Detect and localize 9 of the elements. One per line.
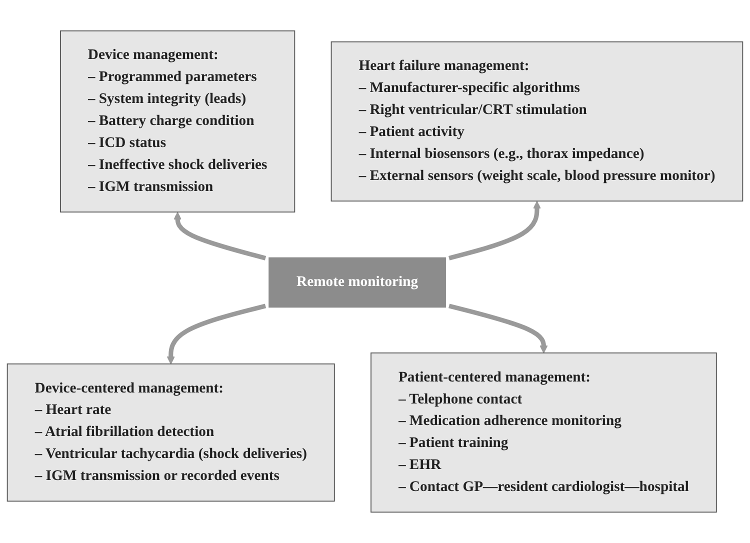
node-box: Heart failure management: – Manufacturer-specific algorithms – Right ventricular/CRT stimulation – Patient activity – Internal biosensors (e.g., thorax impedance) – External sensors (weight scale, blood pressure monitor) [330,41,744,202]
arrow [174,212,266,260]
node-box: Patient-centered management: – Telephone contact – Medication adherence monitoring – Patient training – EHR – Contact GP—resident cardiologist—hospital [370,352,717,513]
arrow [448,201,541,260]
arrow [166,304,266,364]
arrow [448,304,548,354]
node-box: Device management: – Programmed parameters – System integrity (leads) – Battery charge condition – ICD status – Ineffective shock deliveries – IGM transmission [60,30,296,212]
node-box: Remote monitoring [268,257,446,308]
node-box: Device-centered management: – Heart rate – Atrial fibrillation detection – Ventricular tachycardia (shock deliveries) – IGM transmission or recorded events [6,363,335,502]
